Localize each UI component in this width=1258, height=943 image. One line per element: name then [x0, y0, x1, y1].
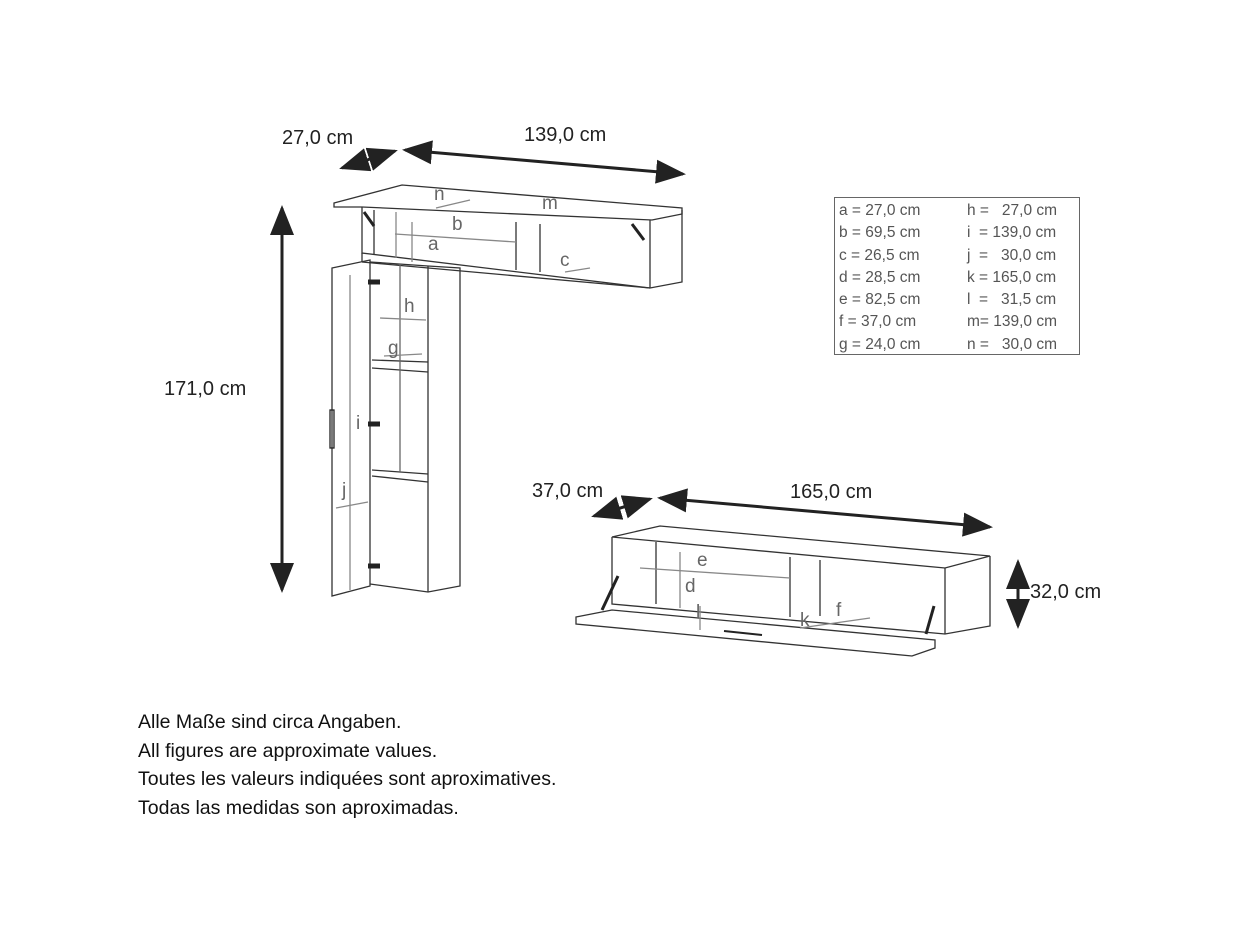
column-cabinet-drawing	[329, 259, 461, 597]
tv-width-label: 165,0 cm	[790, 481, 873, 503]
legend-i: i = 139,0 cm	[967, 224, 1057, 242]
dimension-arrows	[270, 140, 1030, 629]
part-label-l: l	[696, 602, 701, 623]
legend-l: l = 31,5 cm	[967, 291, 1057, 309]
part-label-e: e	[697, 550, 708, 571]
tv-height-label: 32,0 cm	[1030, 581, 1102, 603]
part-label-g: g	[388, 338, 399, 359]
wall-shelf-drawing	[333, 184, 683, 289]
column-height-label: 171,0 cm	[164, 378, 247, 400]
part-label-c: c	[560, 250, 570, 271]
part-label-h: h	[404, 296, 415, 317]
part-label-a: a	[428, 234, 439, 255]
part-label-m: m	[542, 193, 558, 214]
legend-j: j = 30,0 cm	[967, 246, 1057, 264]
part-label-k: k	[800, 610, 810, 631]
part-label-d: d	[685, 576, 696, 597]
note-french: Toutes les valeurs indiquées sont aproxi…	[138, 768, 557, 790]
tv-board-drawing	[575, 525, 991, 657]
legend-f: f = 37,0 cm	[839, 313, 917, 331]
legend-h: h = 27,0 cm	[967, 202, 1058, 219]
wall-depth-label: 27,0 cm	[282, 127, 354, 149]
legend-g: g = 24,0 cm	[839, 335, 921, 353]
wall-width-label: 139,0 cm	[524, 124, 607, 146]
part-label-b: b	[452, 214, 463, 235]
part-label-i: i	[356, 413, 361, 434]
legend-e: e = 82,5 cm	[839, 291, 921, 309]
approximate-values-note: Alle Maße sind circa Angaben. All figure…	[138, 708, 556, 822]
legend-d: d = 28,5 cm	[839, 268, 921, 286]
dimension-legend: a = 27,0 cm h = 27,0 cm b = 69,5 cm i = 13…	[834, 197, 1080, 355]
note-german: Alle Maße sind circa Angaben.	[138, 711, 402, 733]
legend-n: n = 30,0 cm	[967, 335, 1058, 353]
legend-k: k = 165,0 cm	[967, 268, 1057, 286]
legend-c: c = 26,5 cm	[839, 246, 920, 264]
part-label-f: f	[836, 600, 842, 621]
part-label-n: n	[434, 184, 445, 205]
legend-b: b = 69,5 cm	[839, 224, 921, 242]
legend-a: a = 27,0 cm	[839, 202, 921, 219]
part-label-j: j	[342, 480, 347, 501]
note-english: All figures are approximate values.	[138, 739, 438, 762]
tv-depth-label: 37,0 cm	[532, 480, 604, 502]
note-spanish: Todas las medidas son aproximadas.	[138, 796, 459, 819]
legend-m: m= 139,0 cm	[967, 313, 1058, 331]
